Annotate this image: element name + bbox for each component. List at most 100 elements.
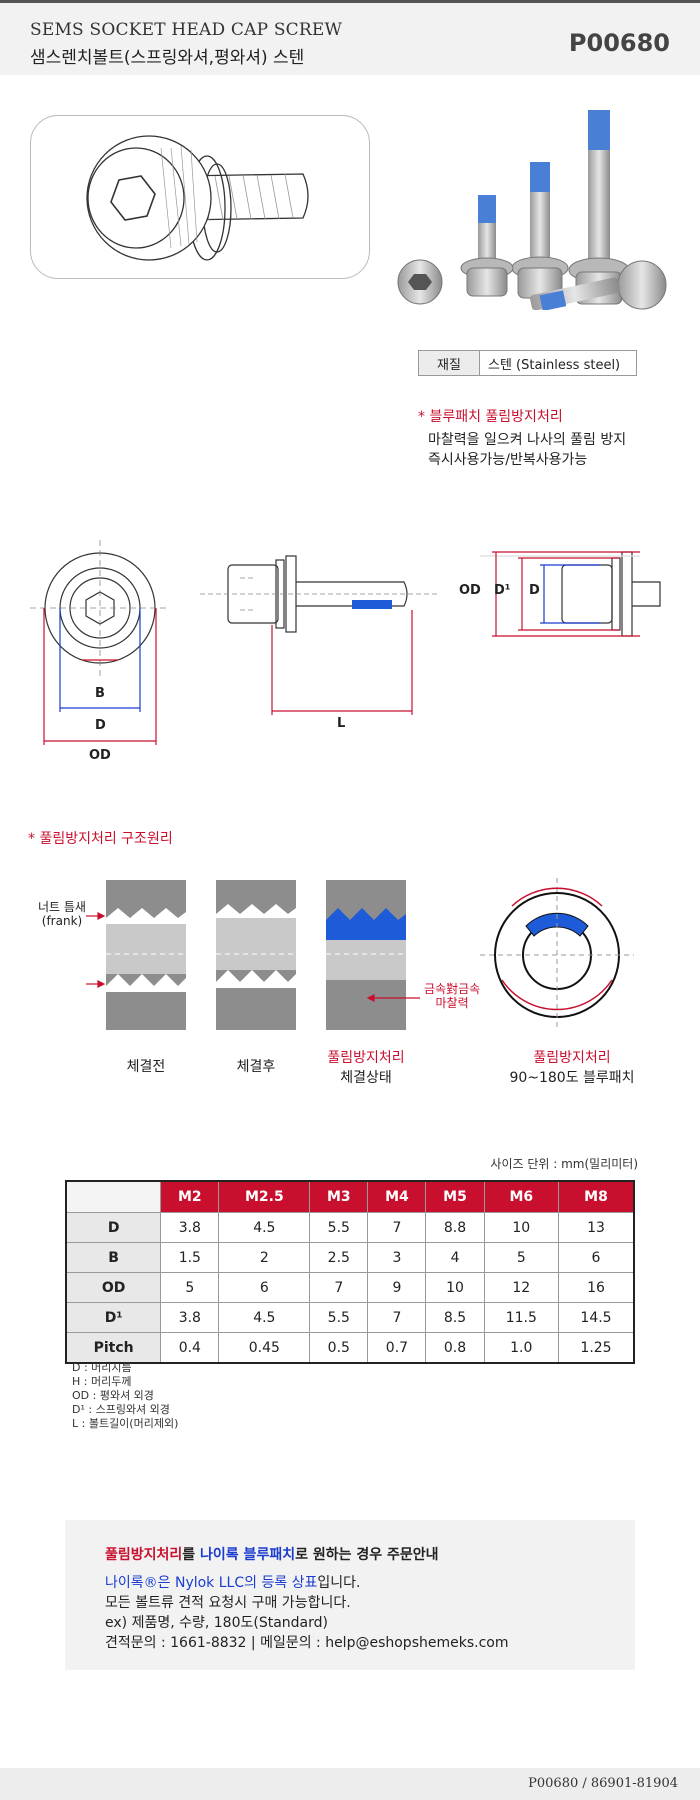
order-info-box: 풀림방지처리를 나이록 블루패치로 원하는 경우 주문안내 나이록®은 Nylo…	[65, 1520, 635, 1670]
heading-part-3: 나이록 블루패치	[200, 1547, 296, 1563]
dim-label-l: L	[337, 716, 346, 731]
order-line-3: 모든 볼트류 견적 요청시 구매 가능합니다.	[105, 1595, 351, 1611]
table-cell: 0.8	[425, 1332, 485, 1364]
feature-line-1: 마찰력을 일으켜 나사의 풀림 방지	[428, 432, 627, 448]
table-cell: 11.5	[483, 1302, 559, 1333]
table-cell: 13	[557, 1212, 635, 1243]
gap-label: 너트 틈새 (frank)	[38, 900, 86, 928]
trademark-part-1: 나이록®은 Nylok LLC의 등록 상표	[105, 1575, 318, 1591]
col-m3: M3	[309, 1180, 369, 1213]
table-cell: 3.8	[160, 1212, 220, 1243]
table-cell: 4.5	[218, 1302, 311, 1333]
table-cell: 2.5	[309, 1242, 369, 1273]
col-m2: M2	[160, 1180, 220, 1213]
table-cell: 0.45	[218, 1332, 311, 1364]
table-cell: 5.5	[309, 1302, 369, 1333]
table-cell: 10	[425, 1272, 485, 1303]
dim-label-d: D	[95, 718, 106, 733]
table-cell: 5.5	[309, 1212, 369, 1243]
col-m5: M5	[425, 1180, 485, 1213]
table-cell: 5	[160, 1272, 220, 1303]
size-table-header: M2 M2.5 M3 M4 M5 M6 M8	[65, 1180, 635, 1213]
caption-treated-1: 풀림방지처리	[327, 1050, 405, 1066]
dim-label-od-side: OD	[459, 583, 481, 598]
table-cell: 3.8	[160, 1302, 220, 1333]
table-cell: 0.7	[367, 1332, 427, 1364]
table-row: B 1.5 2 2.5 3 4 5 6	[65, 1242, 635, 1273]
table-cell: 10	[483, 1212, 559, 1243]
table-cell: 16	[557, 1272, 635, 1303]
size-table: M2 M2.5 M3 M4 M5 M6 M8 D 3.8 4.5 5.5 7 8…	[65, 1180, 635, 1364]
table-row: D 3.8 4.5 5.5 7 8.8 10 13	[65, 1212, 635, 1243]
page-header: SEMS SOCKET HEAD CAP SCREW 샘스렌치볼트(스프링와셔,…	[0, 0, 700, 75]
gap-label-2: (frank)	[41, 914, 83, 928]
table-cell: 6	[557, 1242, 635, 1273]
row-label: D¹	[65, 1302, 162, 1333]
note-line: D¹ : 스프링와셔 외경	[72, 1403, 170, 1416]
row-label: D	[65, 1212, 162, 1243]
caption-ring: 풀림방지처리 90~180도 블루패치	[497, 1047, 647, 1087]
col-m8: M8	[557, 1180, 635, 1213]
table-cell: 0.5	[309, 1332, 369, 1364]
friction-label-1: 금속對금속	[424, 982, 481, 996]
dimension-notes: D : 머리지름 H : 머리두께 OD : 평와셔 외경 D¹ : 스프링와셔…	[72, 1361, 178, 1431]
page-footer: P00680 / 86901-81904	[0, 1768, 700, 1800]
heading-part-2: 를	[182, 1547, 201, 1563]
table-cell: 7	[309, 1272, 369, 1303]
table-cell: 8.5	[425, 1302, 485, 1333]
material-key: 재질	[418, 350, 480, 376]
table-cell: 9	[367, 1272, 427, 1303]
row-label: B	[65, 1242, 162, 1273]
table-row: OD 5 6 7 9 10 12 16	[65, 1272, 635, 1303]
dim-label-b: B	[95, 686, 105, 701]
caption-ring-1: 풀림방지처리	[533, 1050, 611, 1066]
material-table: 재질 스텐 (Stainless steel)	[418, 350, 637, 376]
caption-before: 체결전	[126, 1059, 166, 1075]
table-cell: 6	[218, 1272, 311, 1303]
title-english: SEMS SOCKET HEAD CAP SCREW	[30, 20, 343, 40]
dimension-drawing: B D OD L OD D¹ D	[0, 530, 700, 770]
heading-part-1: 풀림방지처리	[105, 1547, 183, 1563]
principle-title: * 풀림방지처리 구조원리	[28, 831, 173, 847]
dim-label-d1: D¹	[494, 583, 511, 598]
size-unit: 사이즈 단위 : mm(밀리미터)	[490, 1157, 638, 1171]
title-korean: 샘스렌치볼트(스프링와셔,평와셔) 스텐	[30, 48, 305, 68]
material-value: 스텐 (Stainless steel)	[479, 350, 637, 376]
note-line: OD : 평와셔 외경	[72, 1389, 154, 1402]
table-row: Pitch 0.4 0.45 0.5 0.7 0.8 1.0 1.25	[65, 1332, 635, 1364]
feature-title: * 블루패치 풀림방지처리	[418, 409, 563, 425]
col-m2-5: M2.5	[218, 1180, 311, 1213]
table-cell: 0.4	[160, 1332, 220, 1364]
note-line: L : 볼트길이(머리제외)	[72, 1417, 179, 1430]
table-cell: 3	[367, 1242, 427, 1273]
col-m4: M4	[367, 1180, 427, 1213]
friction-label: 금속對금속 마찰력	[424, 982, 480, 1010]
order-line-4: ex) 제품명, 수량, 180도(Standard)	[105, 1615, 328, 1631]
table-cell: 4	[425, 1242, 485, 1273]
gap-label-1: 너트 틈새	[38, 900, 86, 914]
dim-label-od: OD	[89, 748, 111, 763]
screw-illustration	[30, 115, 370, 279]
col-m6: M6	[483, 1180, 559, 1213]
note-line: H : 머리두께	[72, 1375, 132, 1388]
table-cell: 1.0	[483, 1332, 559, 1364]
contact-line: 견적문의 : 1661-8832 | 메일문의 : help@eshopshem…	[105, 1635, 509, 1651]
trademark-line: 나이록®은 Nylok LLC의 등록 상표입니다.	[105, 1572, 361, 1592]
footer-code: P00680 / 86901-81904	[528, 1776, 678, 1791]
table-cell: 2	[218, 1242, 311, 1273]
note-line: D : 머리지름	[72, 1361, 132, 1374]
trademark-part-2: 입니다.	[317, 1575, 361, 1591]
product-code: P00680	[568, 29, 670, 57]
table-cell: 14.5	[557, 1302, 635, 1333]
table-row: D¹ 3.8 4.5 5.5 7 8.5 11.5 14.5	[65, 1302, 635, 1333]
table-cell: 1.25	[557, 1332, 635, 1364]
table-cell: 12	[483, 1272, 559, 1303]
table-cell: 7	[367, 1212, 427, 1243]
row-label: Pitch	[65, 1332, 162, 1364]
order-info-heading: 풀림방지처리를 나이록 블루패치로 원하는 경우 주문안내	[105, 1544, 439, 1564]
caption-treated: 풀림방지처리 체결상태	[306, 1047, 426, 1087]
row-label: OD	[65, 1272, 162, 1303]
table-cell: 4.5	[218, 1212, 311, 1243]
feature-line-2: 즉시사용가능/반복사용가능	[428, 452, 588, 468]
caption-after: 체결후	[236, 1059, 276, 1075]
